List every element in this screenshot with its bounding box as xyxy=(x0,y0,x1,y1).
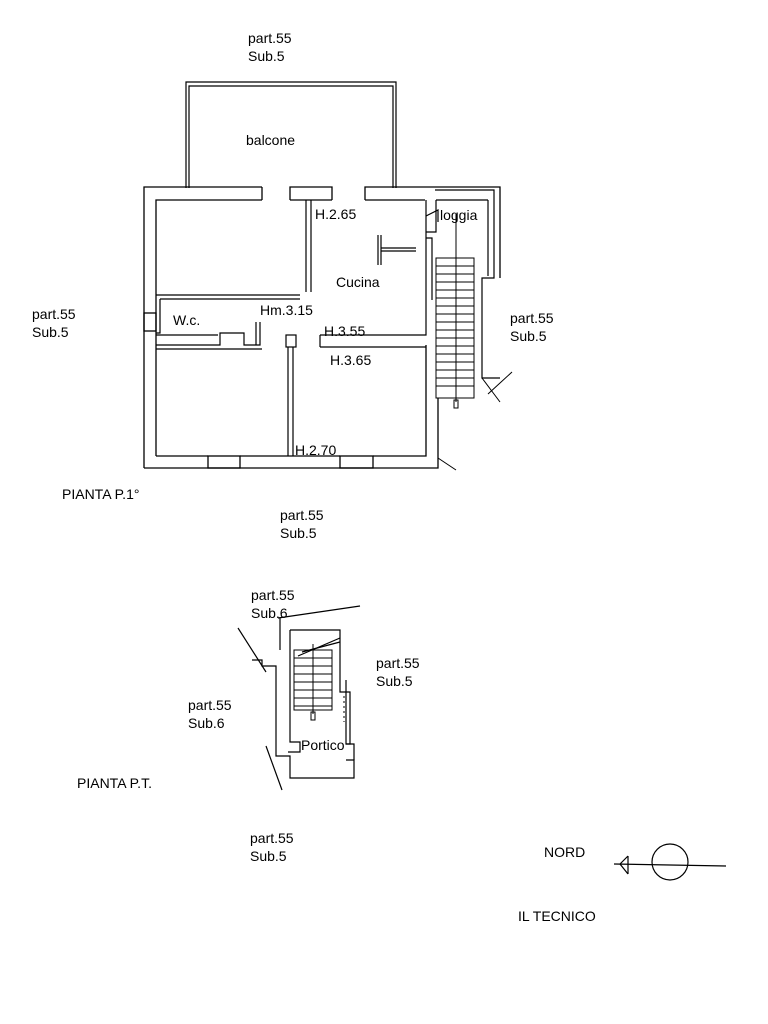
north-label: NORD xyxy=(544,844,586,860)
room-label-loggia: loggia xyxy=(440,207,478,223)
height-label: H.2.70 xyxy=(295,442,337,458)
parcel-label-ground-bottom: part.55 Sub.5 xyxy=(250,829,294,865)
parcel-part: part.55 xyxy=(32,306,76,322)
parcel-sub: Sub.5 xyxy=(510,328,547,344)
parcel-label-ground-left: part.55 Sub.6 xyxy=(188,696,232,732)
balcony-outline xyxy=(185,81,397,188)
room-label-balcone: balcone xyxy=(246,132,296,148)
parcel-label-right: part.55 Sub.5 xyxy=(510,309,554,345)
first-floor-interior-walls xyxy=(156,189,500,456)
parcel-part: part.55 xyxy=(188,697,232,713)
parcel-sub: Sub.5 xyxy=(250,848,287,864)
parcel-sub: Sub.5 xyxy=(280,525,317,541)
first-floor-outer-walls xyxy=(143,186,501,469)
parcel-part: part.55 xyxy=(280,507,324,523)
plan-title-first-floor: PIANTA P.1° xyxy=(62,486,140,502)
height-label: Hm.3.15 xyxy=(260,302,313,318)
parcel-label-ground-top: part.55 Sub.6 xyxy=(251,586,295,622)
parcel-part: part.55 xyxy=(248,30,292,46)
parcel-sub: Sub.5 xyxy=(376,673,413,689)
ground-floor-stairs xyxy=(293,644,345,722)
parcel-label-bottom-first: part.55 Sub.5 xyxy=(280,506,324,542)
room-label-wc: W.c. xyxy=(173,312,201,328)
parcel-label-top: part.55 Sub.5 xyxy=(248,29,292,65)
parcel-part: part.55 xyxy=(250,830,294,846)
height-label: H.2.65 xyxy=(315,206,357,222)
height-label: H.3.55 xyxy=(324,323,366,339)
parcel-part: part.55 xyxy=(251,587,295,603)
plan-title-ground-floor: PIANTA P.T. xyxy=(77,775,152,791)
parcel-sub: Sub.5 xyxy=(32,324,69,340)
parcel-sub: Sub.6 xyxy=(188,715,225,731)
parcel-label-ground-right: part.55 Sub.5 xyxy=(376,654,420,690)
room-label-cucina: Cucina xyxy=(336,274,380,290)
room-label-portico: Portico xyxy=(301,737,345,753)
parcel-sub: Sub.6 xyxy=(251,605,288,621)
first-floor-stairs xyxy=(435,214,513,471)
north-arrow xyxy=(613,843,727,881)
ground-floor-walls xyxy=(237,605,361,791)
technician-label: IL TECNICO xyxy=(518,908,596,924)
parcel-sub: Sub.5 xyxy=(248,48,285,64)
parcel-label-left: part.55 Sub.5 xyxy=(32,305,76,341)
parcel-part: part.55 xyxy=(376,655,420,671)
parcel-part: part.55 xyxy=(510,310,554,326)
height-label: H.3.65 xyxy=(330,352,372,368)
